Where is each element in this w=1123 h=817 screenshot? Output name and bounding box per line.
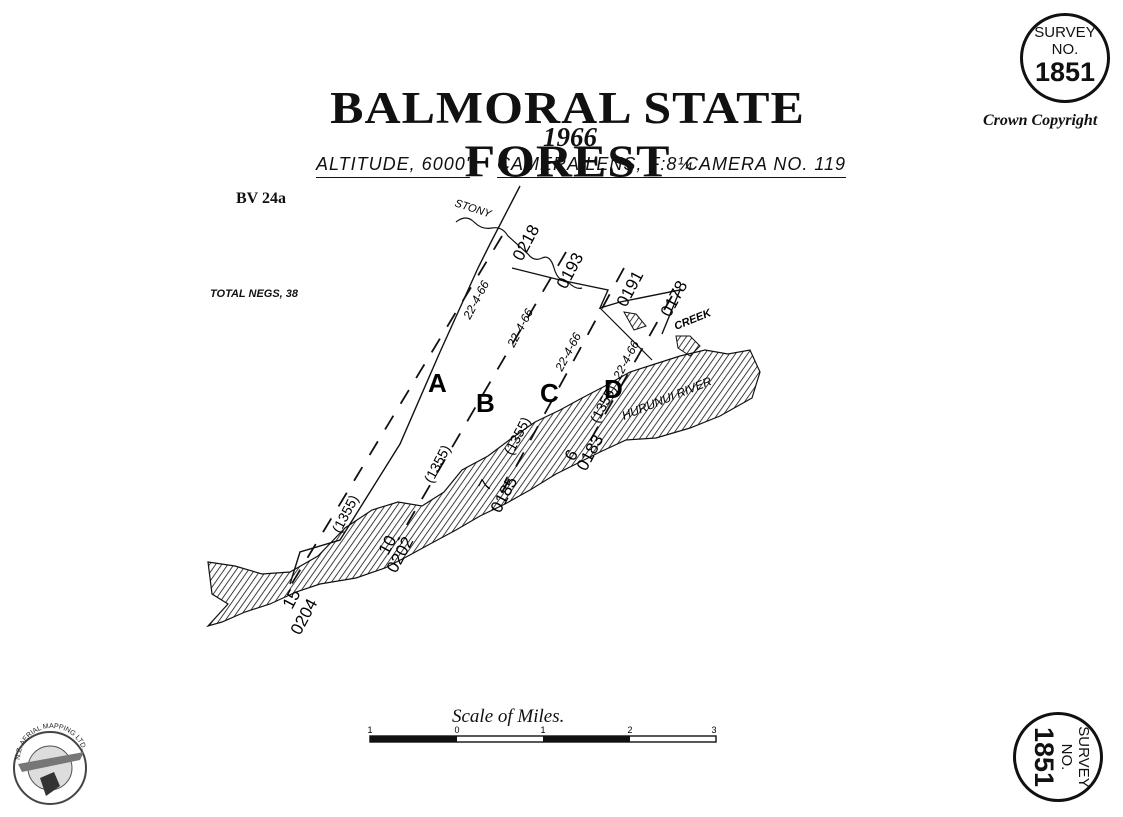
forest-boundary	[289, 185, 521, 585]
scale-tick-1: 1	[367, 725, 372, 735]
scale-tick-1b: 1	[540, 725, 545, 735]
flight-line-c	[499, 267, 625, 497]
stony-label: STONY	[453, 197, 493, 220]
strip-start-code-d: 0178	[657, 278, 692, 320]
sheet-id: BV 24a	[236, 190, 286, 207]
creek-shading-small	[623, 311, 647, 331]
survey-stamp-top: SURVEY NO. 1851	[1020, 13, 1110, 103]
camera-lens-label: CAMERA LENS, F:8¼	[497, 154, 694, 178]
strip-letter-c: C	[540, 378, 559, 408]
stony-stream	[455, 217, 583, 289]
river-shading	[206, 349, 761, 628]
strip-letter-b: B	[476, 388, 495, 418]
stamp-survey-text: SURVEY	[1034, 24, 1096, 41]
flight-line-a	[287, 235, 503, 591]
map-year: 1966	[543, 122, 597, 152]
scale-bar: 1 0 1 2 3	[367, 725, 717, 743]
scale-tick-3: 3	[711, 725, 716, 735]
strip-date-b: 22-4-66	[504, 306, 536, 350]
strip-start-code-c: 0191	[613, 268, 648, 310]
boundary-inner	[599, 307, 653, 361]
scale-label: Scale of Miles.	[452, 706, 565, 727]
strip-letter-d: D	[604, 374, 623, 404]
strip-start-code-b: 0193	[553, 250, 588, 292]
altitude-label: ALTITUDE, 6000'	[316, 154, 471, 178]
strip-start-code-a: 0218	[509, 222, 544, 264]
stamp-number: 1851	[1034, 57, 1096, 87]
copyright-label: Crown Copyright	[983, 112, 1098, 129]
boundary-top	[511, 267, 682, 335]
camera-number-label: CAMERA NO. 119	[685, 154, 847, 178]
map-title: BALMORAL STATE FOREST	[330, 81, 805, 187]
stamp-no-text: NO.	[1051, 41, 1079, 58]
strip-letter-a: A	[428, 368, 447, 398]
flight-line-b	[397, 251, 567, 541]
creek-label: CREEK	[673, 307, 714, 333]
logo-wing-icon	[18, 752, 84, 772]
scale-tick-2: 2	[627, 725, 632, 735]
creek-shading	[675, 335, 701, 357]
scale-bar-segment-mid	[543, 736, 630, 742]
strip-date-c: 22-4-66	[552, 330, 584, 374]
scale-tick-0: 0	[454, 725, 459, 735]
strip-ref-b: (1355)	[421, 442, 454, 485]
total-negs-label: TOTAL NEGS, 38	[210, 288, 299, 300]
scale-bar-segment-left	[370, 736, 457, 742]
logo-ring	[13, 731, 87, 805]
strip-date-a: 22-4-66	[460, 278, 492, 322]
logo-map-icon	[40, 772, 60, 796]
aerial-mapping-logo: N.Z. AERIAL MAPPING LTD.	[13, 723, 87, 805]
